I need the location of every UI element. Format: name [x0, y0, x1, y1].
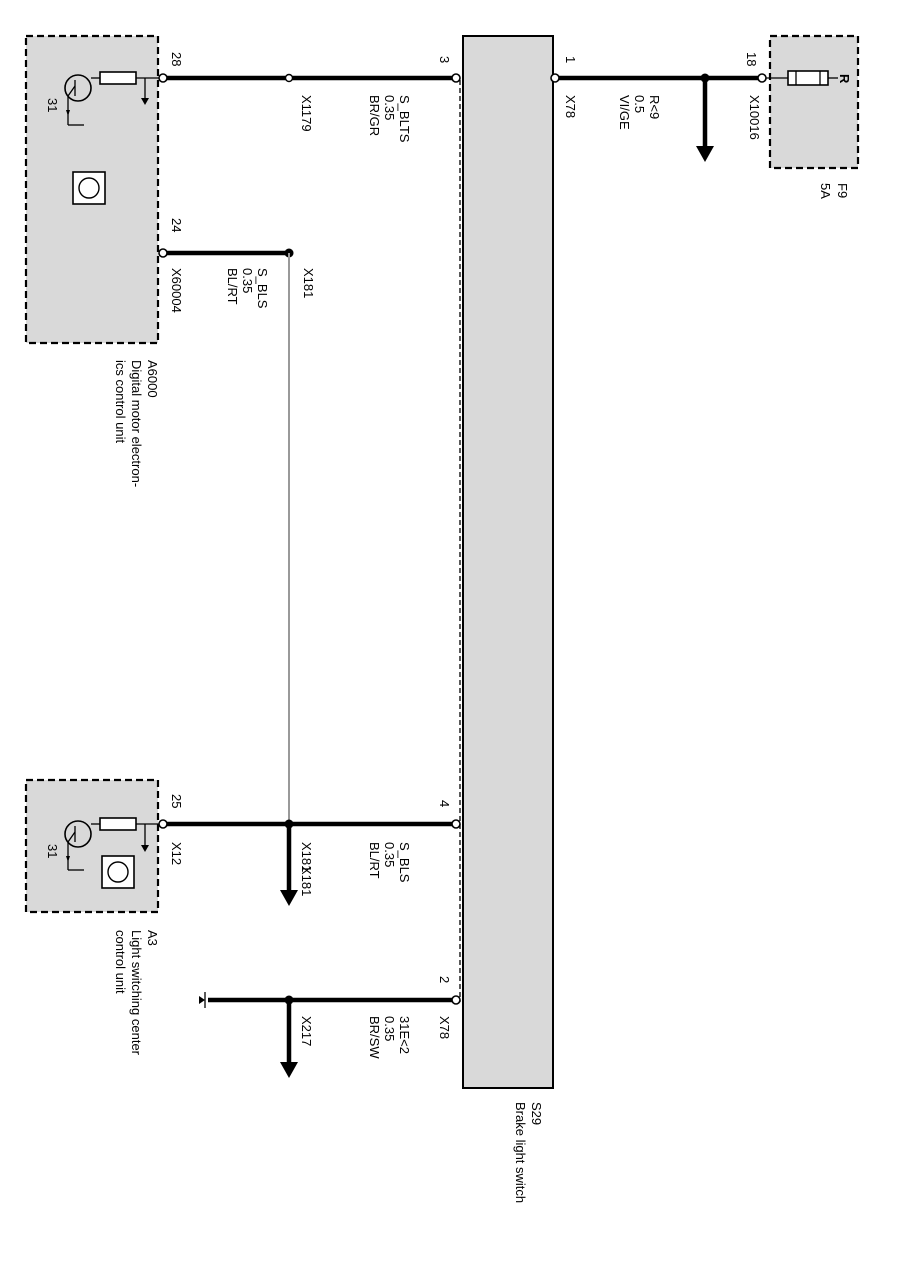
resistor-icon — [99, 71, 137, 85]
wire24-signal: S_BLS — [255, 268, 270, 309]
arrow-down-icon — [696, 146, 714, 162]
wire3-signal: S_BLTS — [397, 95, 412, 143]
f9-terminal: R — [837, 74, 852, 84]
wire1-connector: X78 — [563, 95, 578, 118]
brake-light-switch-body — [462, 35, 554, 1089]
module-symbol-icon — [72, 171, 106, 205]
lsc-connector: X12 — [169, 842, 184, 865]
dme-control-unit[interactable]: 31 — [24, 34, 163, 345]
dme-ref: A6000 — [145, 360, 160, 398]
dme-pin24: 24 — [169, 218, 184, 232]
s29-name: Brake light switch — [513, 1102, 528, 1203]
lsc-box — [24, 778, 160, 914]
wire2-signal: 31E<2 — [397, 1016, 412, 1054]
s29-pin2: 2 — [437, 976, 452, 983]
wire4-signal: S_BLS — [397, 842, 412, 883]
transistor-icon — [64, 820, 92, 848]
wire1-color: VI/GE — [617, 95, 632, 130]
fuse-icon — [787, 70, 829, 86]
arrow-down-icon — [280, 1062, 298, 1078]
lsc-pin25: 25 — [169, 794, 184, 808]
wire1-size: 0.5 — [632, 95, 647, 113]
brake-light-switch[interactable] — [459, 35, 554, 1089]
wire3-connector: X1179 — [299, 95, 314, 132]
wire2-color: BR/SW — [367, 1016, 382, 1059]
wire4-connector-bottom: X181 — [299, 866, 314, 896]
f9-pin: 18 — [744, 52, 759, 66]
wire24-connector: X181 — [301, 268, 316, 298]
wire2-size: 0.35 — [382, 1016, 397, 1041]
wire4-connector-top: X181 — [299, 842, 314, 872]
lsc-ground-label: 31 — [45, 844, 60, 858]
wire1-signal: R<9 — [647, 95, 662, 119]
wire2-connector-top: X78 — [437, 1016, 452, 1039]
resistor-icon — [99, 817, 137, 831]
wire3-size: 0.35 — [382, 95, 397, 120]
dme-connector: X60004 — [169, 268, 184, 313]
wire2-connector-bottom: X217 — [299, 1016, 314, 1046]
f9-rating: 5A — [818, 183, 833, 199]
arrow-down-icon — [280, 890, 298, 906]
lsc-name-line2: control unit — [113, 930, 128, 994]
s29-pin3: 3 — [437, 56, 452, 63]
wire-pin24[interactable] — [158, 248, 294, 825]
s29-pin4: 4 — [437, 800, 452, 807]
s29-pin1: 1 — [563, 56, 578, 63]
dme-name-line1: Digital motor electron- — [129, 360, 144, 487]
light-switching-center[interactable]: 31 — [24, 778, 163, 914]
dme-pin28: 28 — [169, 52, 184, 66]
dme-ground-label: 31 — [45, 98, 60, 112]
lsc-ref: A3 — [145, 930, 160, 946]
wire-pin1[interactable] — [550, 73, 767, 163]
wire-pin4[interactable] — [158, 819, 461, 907]
f9-ref: F9 — [835, 183, 850, 198]
wire3-color: BR/GR — [367, 95, 382, 136]
wire-pin2[interactable] — [199, 992, 461, 1078]
transistor-icon — [64, 74, 92, 102]
wire-pin3[interactable] — [158, 73, 461, 83]
f9-connector: X10016 — [747, 95, 762, 140]
s29-ref: S29 — [529, 1102, 544, 1125]
wire24-color: BL/RT — [225, 268, 240, 305]
dme-name-line2: ics control unit — [113, 360, 128, 443]
lsc-name-line1: Light switching center — [129, 930, 144, 1056]
fuse-f9[interactable] — [762, 34, 860, 170]
wire4-size: 0.35 — [382, 842, 397, 867]
module-symbol-icon — [101, 855, 135, 889]
fuse-box — [768, 34, 860, 170]
wire24-size: 0.35 — [240, 268, 255, 293]
wire4-color: BL/RT — [367, 842, 382, 879]
